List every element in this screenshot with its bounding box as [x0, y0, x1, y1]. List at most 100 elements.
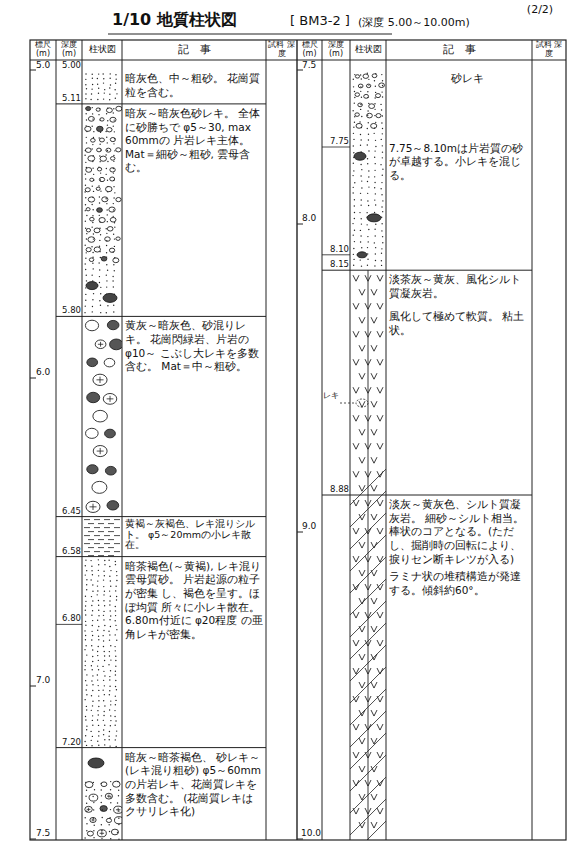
lithology-column — [98, 706, 99, 707]
lithology-column — [109, 690, 110, 691]
layer-boundary — [56, 316, 266, 317]
lithology-column — [382, 242, 383, 243]
lithology-column — [368, 205, 369, 206]
lithology-column — [108, 736, 109, 737]
sheet-title: 1/10 地質柱状図 — [112, 11, 282, 29]
lithology-column — [381, 253, 382, 254]
lithology-column — [381, 139, 382, 140]
lithology-column — [110, 596, 111, 597]
lithology-column — [91, 615, 92, 616]
lithology-column — [92, 600, 93, 601]
description-text: 風化して極めて軟質。 粘土状。 — [389, 310, 529, 337]
lithology-column — [97, 208, 103, 213]
lithology-column — [85, 126, 91, 131]
lithology-column — [363, 74, 368, 78]
lithology-column — [381, 265, 382, 266]
lithology-column — [377, 275, 383, 281]
lithology-column — [84, 837, 85, 838]
lithology-column — [109, 207, 115, 212]
lithology-column — [104, 535, 110, 536]
lithology-column — [382, 200, 383, 201]
lithology-column — [366, 84, 370, 88]
lithology-column — [354, 122, 355, 123]
lithology-column — [361, 169, 362, 170]
scale-tick — [297, 532, 303, 533]
lithology-column — [365, 584, 371, 590]
lithology-column — [100, 118, 104, 121]
lithology-column — [88, 539, 94, 540]
lithology-column — [107, 150, 108, 151]
lithology-column — [382, 96, 383, 97]
lithology-column — [115, 660, 116, 661]
lithology-column — [114, 535, 120, 536]
scale-tick — [30, 839, 36, 840]
lithology-column — [382, 115, 383, 116]
lithology-column — [350, 755, 386, 791]
lithology-column — [368, 170, 369, 171]
lithology-column — [360, 91, 361, 92]
description-text: 暗灰～暗茶褐色、 砂レキ～(レキ混り粗砂) φ5～60mmの片岩レキ、花崗質レキ… — [125, 751, 263, 819]
lithology-column — [114, 226, 115, 227]
depth-tick — [322, 147, 350, 148]
lithology-column — [350, 689, 386, 725]
lithology-column — [85, 84, 86, 85]
lithology-column — [371, 822, 377, 828]
lithology-column — [86, 233, 87, 234]
lithology-column — [377, 387, 383, 393]
lithology-column — [109, 685, 110, 686]
lithology-column — [94, 535, 100, 536]
lithology-column — [381, 122, 382, 123]
lithology-column — [98, 695, 99, 696]
description-cell: 暗灰色、中～粗砂。 花崗質粒を含む。 — [123, 71, 265, 100]
lithology-column — [100, 257, 101, 258]
lithology-column — [107, 180, 108, 181]
lithology-column — [110, 725, 111, 726]
lithology-column — [102, 635, 103, 636]
lithology-column — [364, 94, 369, 98]
lithology-column — [98, 575, 99, 576]
column-header: 試料 深度 — [532, 41, 566, 59]
lithology-column — [350, 667, 386, 703]
lithology-column — [85, 185, 86, 186]
lithology-column — [367, 200, 368, 201]
lithology-column — [110, 700, 111, 701]
lithology-column — [92, 610, 93, 611]
lithology-column — [86, 709, 87, 710]
lithology-column — [110, 157, 115, 161]
lithology-column — [85, 817, 86, 818]
description-text: 6.80m付近に φ20程度 の亜角レキが密集。 — [125, 614, 263, 641]
lithology-column — [368, 150, 369, 151]
lithology-column — [107, 161, 108, 162]
lithology-column — [369, 104, 375, 109]
description-text: 暗灰色、中～粗砂。 花崗質粒を含む。 — [125, 72, 263, 99]
lithology-column — [97, 99, 98, 100]
lithology-column — [368, 176, 369, 177]
lithology-column — [92, 684, 93, 685]
lithology-column — [104, 89, 105, 90]
lithology-column — [85, 719, 86, 720]
lithology-column — [375, 86, 376, 87]
title-underline — [108, 34, 392, 35]
lithology-column — [106, 245, 107, 246]
lithology-column — [361, 78, 362, 79]
lithology-column — [91, 148, 92, 149]
gravel-callout — [356, 399, 368, 407]
lithology-column — [353, 303, 359, 309]
lithology-column — [353, 752, 359, 758]
lithology-column — [368, 139, 369, 140]
lithology-column — [374, 97, 375, 98]
lithology-column — [371, 514, 377, 520]
lithology-column — [86, 684, 87, 685]
lithology-column — [350, 821, 386, 840]
lithology-column — [116, 575, 117, 576]
lithology-column — [110, 217, 116, 222]
lithology-column — [110, 720, 111, 721]
lithology-column — [106, 252, 107, 253]
lithology-column — [367, 113, 373, 118]
lithology-column — [91, 596, 92, 597]
lithology-column — [374, 187, 375, 188]
lithology-column — [93, 446, 107, 457]
lithology-column — [85, 320, 98, 331]
lithology-column — [96, 187, 100, 190]
depth-range: (深度 5.00～10.00m) — [358, 17, 528, 29]
